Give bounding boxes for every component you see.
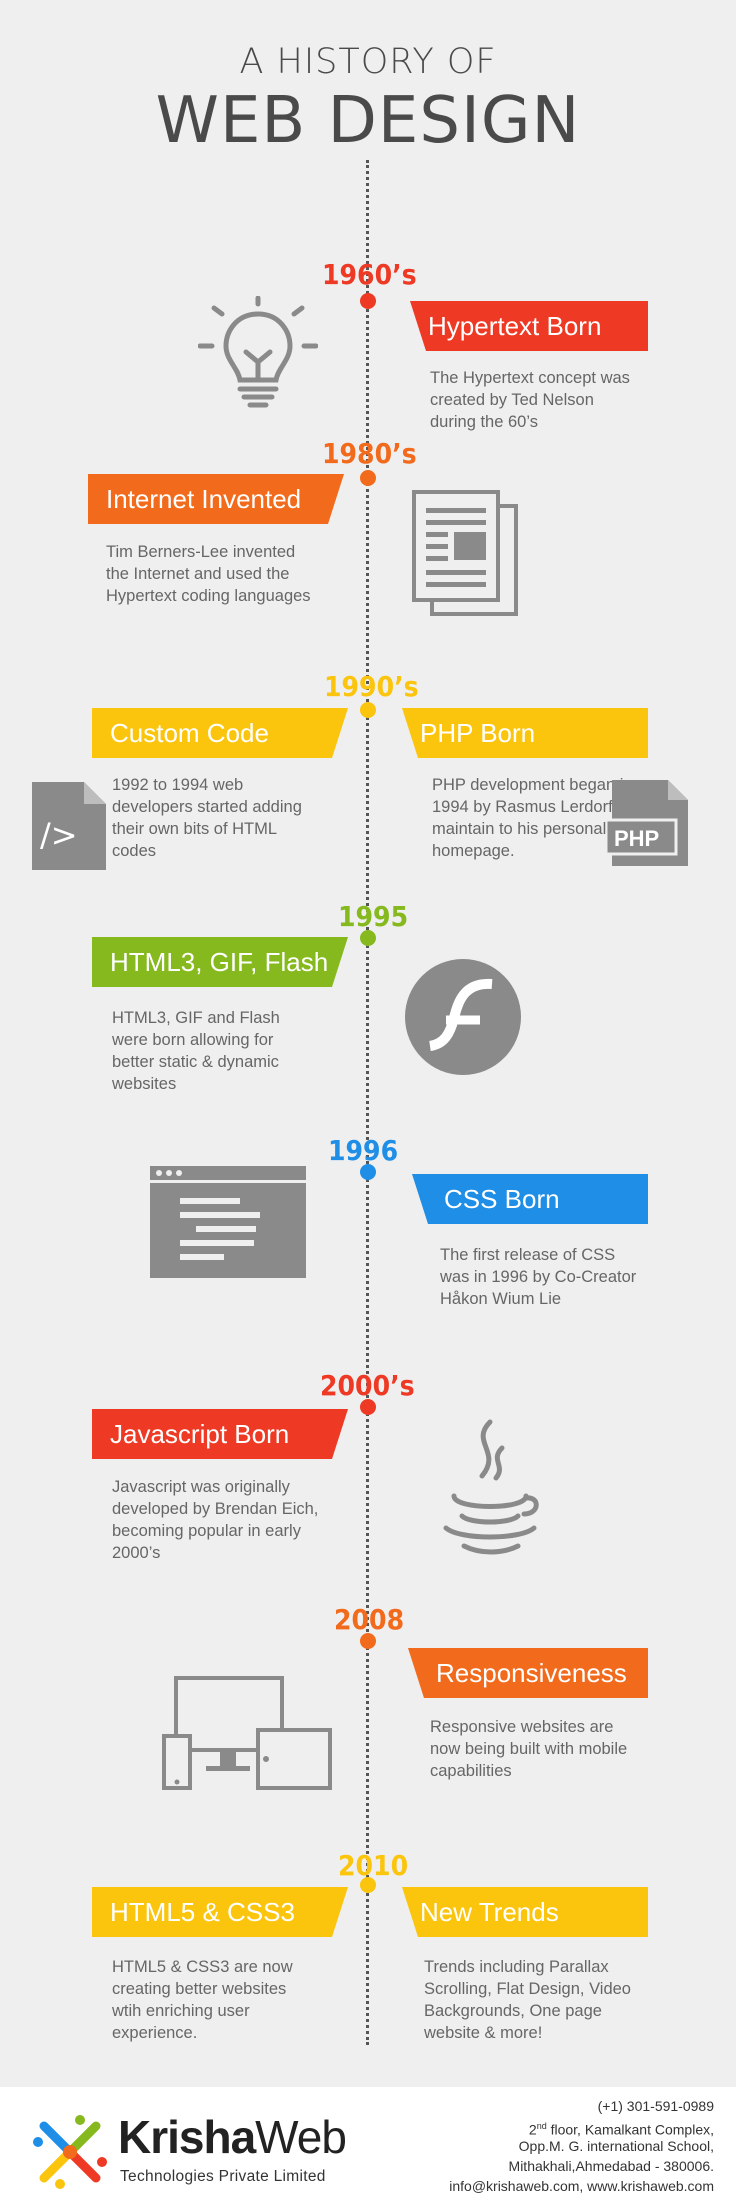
- banner-internet-invented: Internet Invented: [88, 474, 344, 524]
- era-label-2008: 2008: [334, 1603, 405, 1636]
- banner-html3-gif-flash: HTML3, GIF, Flash: [92, 937, 348, 987]
- footer-address-line-1: 2nd floor, Kamalkant Complex,: [529, 2117, 714, 2140]
- banner-label: Javascript Born: [110, 1419, 290, 1449]
- era-label-1960s: 1960’s: [322, 258, 417, 291]
- footer-contact[interactable]: info@krishaweb.com, www.krishaweb.com: [449, 2178, 714, 2194]
- timeline-axis: [366, 160, 369, 2045]
- banner-label: CSS Born: [444, 1184, 560, 1214]
- php-file-icon: PHP: [606, 780, 688, 866]
- brand-tagline: Technologies Private Limited: [120, 2168, 326, 2185]
- timeline-dot: [360, 1399, 376, 1415]
- banner-label: PHP Born: [420, 718, 536, 748]
- era-label-1980s: 1980’s: [322, 437, 417, 470]
- era-label-1996: 1996: [328, 1134, 399, 1167]
- footer-address-line-3: Mithakhali,Ahmedabad - 380006.: [508, 2158, 714, 2174]
- brand-name: KrishaWeb: [118, 2110, 347, 2164]
- desc-custom-code: 1992 to 1994 web developers started addi…: [112, 776, 302, 860]
- banner-label: New Trends: [420, 1897, 559, 1927]
- desc-html5-css3: HTML5 & CSS3 are now creating better web…: [112, 1958, 293, 2042]
- banner-html5-css3: HTML5 & CSS3: [92, 1887, 348, 1937]
- banner-label: HTML5 & CSS3: [110, 1897, 295, 1927]
- banner-php-born: PHP Born: [402, 708, 648, 758]
- addr-prefix: 2: [528, 2121, 537, 2138]
- footer-address-line-2: Opp.M. G. international School,: [518, 2138, 714, 2154]
- banner-javascript-born: Javascript Born: [92, 1409, 348, 1459]
- krishaweb-logo-icon: [33, 2115, 107, 2189]
- era-label-2010: 2010: [338, 1849, 409, 1882]
- banner-css-born: CSS Born: [412, 1174, 648, 1224]
- desc-responsiveness: Responsive websites are now being built …: [430, 1718, 628, 1780]
- timeline-dot: [360, 293, 376, 309]
- footer-phone: (+1) 301-591-0989: [597, 2098, 714, 2114]
- timeline-dot: [360, 930, 376, 946]
- banner-label: Responsiveness: [436, 1658, 627, 1688]
- timeline-dot: [360, 702, 376, 718]
- flash-icon: [405, 959, 521, 1075]
- timeline-dot: [360, 1877, 376, 1893]
- svg-text:/>: />: [40, 816, 78, 854]
- desc-hypertext-born: The Hypertext concept was created by Ted…: [430, 369, 630, 431]
- banner-label: Hypertext Born: [428, 311, 602, 341]
- banner-new-trends: New Trends: [402, 1887, 648, 1937]
- era-label-1995: 1995: [338, 900, 409, 933]
- addr-rest: floor, Kamalkant Complex,: [546, 2121, 714, 2138]
- desc-css-born: The first release of CSS was in 1996 by …: [440, 1246, 637, 1308]
- title-line-1: A HISTORY OF: [239, 42, 497, 82]
- timeline-dot: [360, 1164, 376, 1180]
- footer: [0, 2087, 736, 2211]
- document-icon: [412, 490, 518, 616]
- addr-sup: nd: [536, 2121, 547, 2131]
- brand-accent: Web: [255, 2111, 347, 2163]
- code-file-icon: />: [32, 782, 106, 870]
- banner-label: HTML3, GIF, Flash: [110, 947, 329, 977]
- lightbulb-icon: [198, 296, 318, 408]
- timeline-dot: [360, 1633, 376, 1649]
- desc-javascript-born: Javascript was originally developed by B…: [112, 1478, 319, 1562]
- banner-label: Internet Invented: [106, 484, 302, 514]
- banner-custom-code: Custom Code: [92, 708, 348, 758]
- banner-hypertext-born: Hypertext Born: [410, 301, 648, 351]
- timeline-dot: [360, 470, 376, 486]
- desc-new-trends: Trends including Parallax Scrolling, Fla…: [424, 1958, 631, 2042]
- era-label-1990s: 1990’s: [324, 670, 419, 703]
- era-label-2000s: 2000’s: [320, 1369, 415, 1402]
- brand-main: Krisha: [118, 2111, 256, 2163]
- devices-icon: [162, 1676, 332, 1790]
- java-cup-icon: [443, 1419, 539, 1555]
- desc-php-born: PHP development began in 1994 by Rasmus …: [432, 776, 633, 860]
- desc-html3-gif-flash: HTML3, GIF and Flash were born allowing …: [112, 1009, 280, 1093]
- banner-label: Custom Code: [110, 718, 269, 748]
- browser-window-icon: [150, 1166, 306, 1278]
- title-line-2: WEB DESIGN: [155, 84, 581, 158]
- banner-responsiveness: Responsiveness: [408, 1648, 648, 1698]
- desc-internet-invented: Tim Berners-Lee invented the Internet an…: [106, 543, 311, 605]
- php-text: PHP: [614, 826, 659, 851]
